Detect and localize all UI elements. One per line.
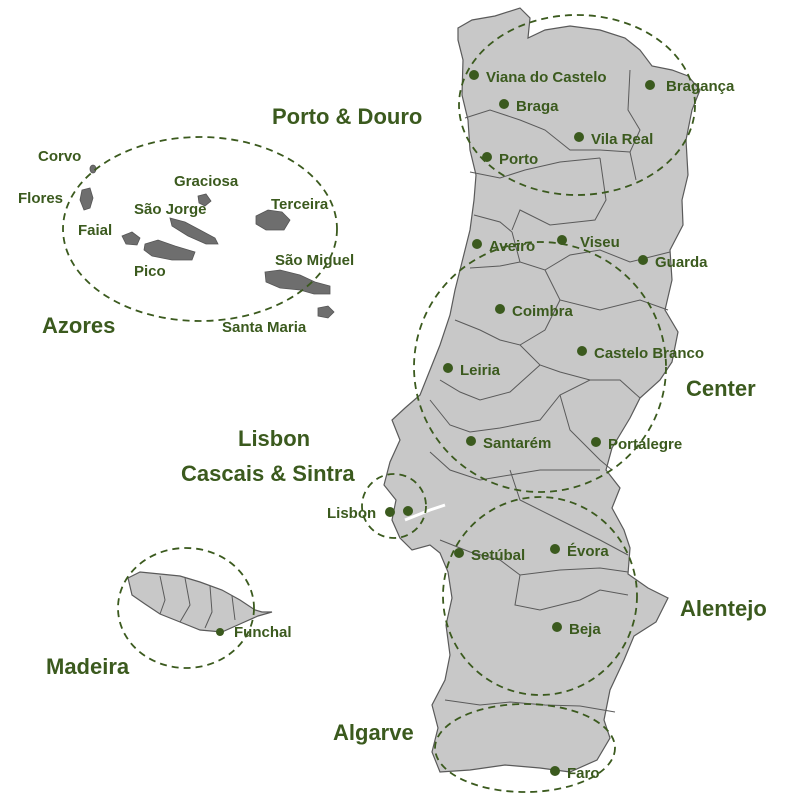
aveiro-dot	[472, 239, 482, 249]
santa-maria-label: Santa Maria	[222, 319, 307, 336]
pico-label: Pico	[134, 263, 166, 280]
funchal-dot	[216, 628, 224, 636]
azores-label: Azores	[42, 313, 115, 338]
sao-jorge-island	[169, 217, 219, 245]
madeira-island	[127, 571, 273, 633]
portalegre-dot	[591, 437, 601, 447]
flores-label: Flores	[18, 190, 63, 207]
beja-dot	[552, 622, 562, 632]
graciosa-label: Graciosa	[174, 173, 239, 190]
vila-real-dot	[574, 132, 584, 142]
city-markers	[216, 70, 655, 776]
faial-island	[121, 231, 141, 246]
cascais-sintra-label: Cascais & Sintra	[181, 461, 355, 486]
braganca-label: Bragança	[666, 78, 735, 95]
santa-maria-island	[317, 305, 335, 319]
sao-jorge-label: São Jorge	[134, 201, 207, 218]
cascais-dot	[385, 507, 395, 517]
center-ring	[413, 241, 667, 493]
mainland-portugal	[383, 7, 701, 773]
braga-label: Braga	[516, 98, 559, 115]
island-labels: Corvo Flores Faial Pico Graciosa São Jor…	[18, 148, 354, 336]
aveiro-label: Aveiro	[489, 238, 535, 255]
lisbon-dot	[403, 506, 413, 516]
portalegre-label: Portalegre	[608, 436, 682, 453]
evora-label: Évora	[567, 543, 609, 560]
region-labels: Porto & Douro Azores Center Lisbon Casca…	[42, 104, 767, 745]
vila-real-label: Vila Real	[591, 131, 653, 148]
alentejo-label: Alentejo	[680, 596, 767, 621]
beja-label: Beja	[569, 621, 601, 638]
region-rings	[62, 14, 696, 793]
terceira-island	[255, 209, 291, 231]
sao-miguel-island	[264, 269, 331, 295]
faro-label: Faro	[567, 765, 600, 782]
guarda-dot	[638, 255, 648, 265]
leiria-label: Leiria	[460, 362, 501, 379]
lisbon-ring	[361, 473, 427, 539]
flores-island	[79, 187, 94, 211]
faro-dot	[550, 766, 560, 776]
coimbra-label: Coimbra	[512, 303, 574, 320]
santarem-label: Santarém	[483, 435, 551, 452]
sao-miguel-label: São Miguel	[275, 252, 354, 269]
leiria-dot	[443, 363, 453, 373]
algarve-label: Algarve	[333, 720, 414, 745]
alentejo-ring	[442, 496, 638, 696]
tagus-estuary	[404, 503, 446, 522]
santarem-dot	[466, 436, 476, 446]
pico-island	[143, 239, 196, 261]
madeira-label: Madeira	[46, 654, 130, 679]
setubal-dot	[454, 548, 464, 558]
center-label: Center	[686, 376, 756, 401]
viseu-label: Viseu	[580, 234, 620, 251]
algarve-ring	[434, 703, 616, 793]
city-labels: Viana do Castelo Braga Bragança Vila Rea…	[234, 69, 735, 782]
porto-douro-ring	[458, 14, 696, 196]
porto-dot	[482, 152, 492, 162]
azores-islands	[79, 164, 335, 319]
graciosa-island	[197, 193, 212, 207]
lisbon-region-label: Lisbon	[238, 426, 310, 451]
viana-label: Viana do Castelo	[486, 69, 607, 86]
castelo-branco-dot	[577, 346, 587, 356]
evora-dot	[550, 544, 560, 554]
braga-dot	[499, 99, 509, 109]
azores-ring	[62, 136, 338, 322]
viana-dot	[469, 70, 479, 80]
porto-label: Porto	[499, 151, 538, 168]
setubal-label: Setúbal	[471, 547, 525, 564]
braganca-dot	[645, 80, 655, 90]
lisbon-city-label: Lisbon	[327, 505, 376, 522]
madeira-borders	[159, 575, 236, 629]
coimbra-dot	[495, 304, 505, 314]
castelo-branco-label: Castelo Branco	[594, 345, 704, 362]
madeira-ring	[117, 547, 255, 669]
faial-label: Faial	[78, 222, 112, 239]
corvo-label: Corvo	[38, 148, 81, 165]
terceira-label: Terceira	[271, 196, 329, 213]
porto-douro-label: Porto & Douro	[272, 104, 422, 129]
viseu-dot	[557, 235, 567, 245]
guarda-label: Guarda	[655, 254, 708, 271]
funchal-label: Funchal	[234, 624, 292, 641]
